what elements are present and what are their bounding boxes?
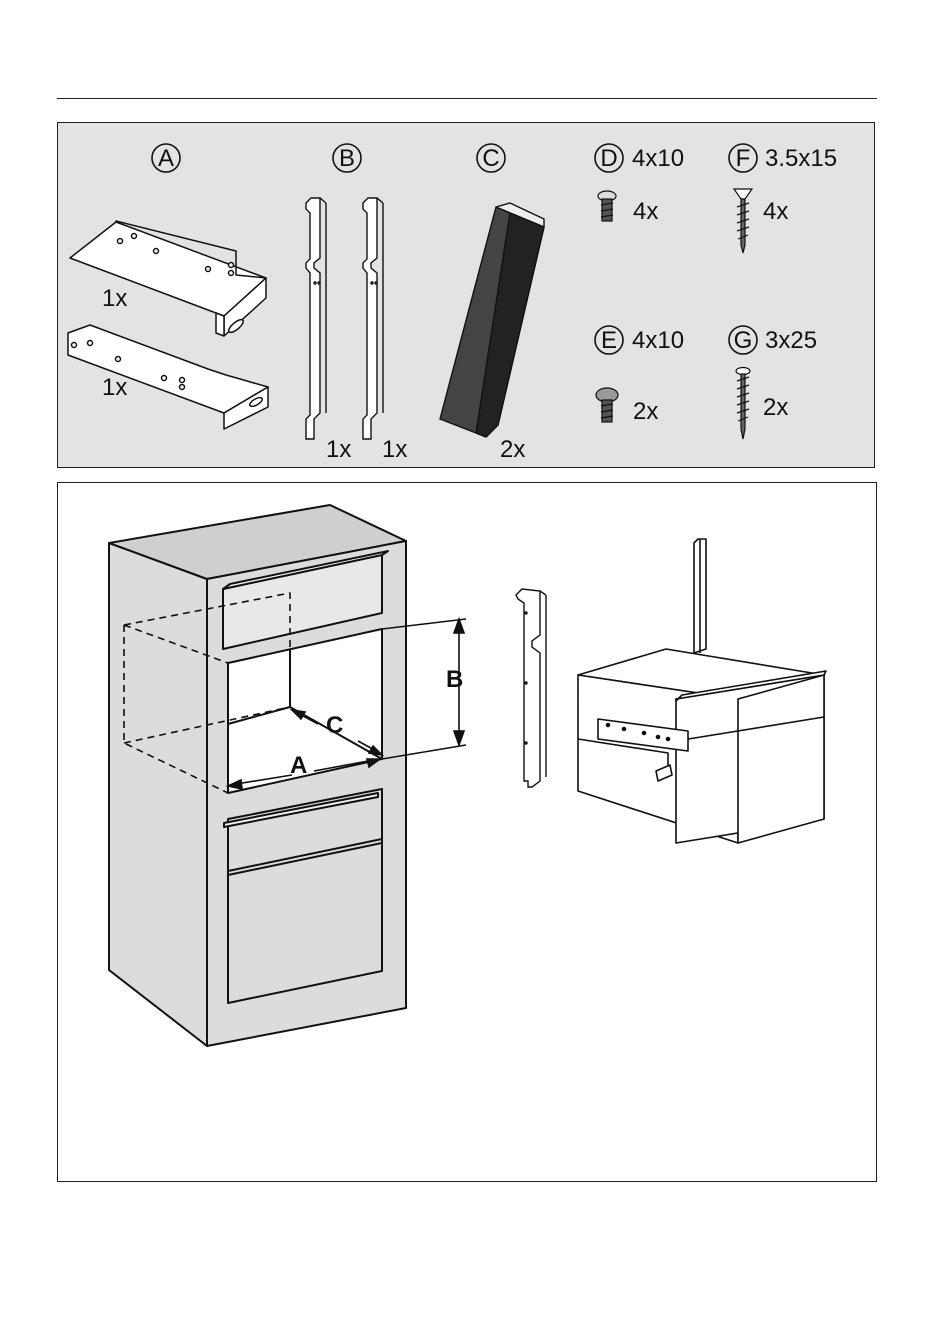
part-f-qty: 4x xyxy=(763,198,788,225)
part-b: B 1x 1x xyxy=(306,144,407,463)
part-a-qty-upper: 1x xyxy=(102,285,127,312)
part-c: C 2x xyxy=(440,144,544,463)
part-d: D 4x10 4x xyxy=(595,144,684,225)
part-f-letter: F xyxy=(736,145,751,172)
part-c-qty: 2x xyxy=(500,436,525,463)
part-b-qty-right: 1x xyxy=(382,436,407,463)
side-rail xyxy=(516,589,546,787)
installation-panel: B C A xyxy=(57,482,877,1182)
header-rule xyxy=(57,98,877,99)
part-g-letter: G xyxy=(734,327,753,354)
part-a-qty-lower: 1x xyxy=(102,374,127,401)
part-c-letter: C xyxy=(482,145,499,172)
part-a: A 1x 1x xyxy=(68,144,268,429)
parts-panel: A 1x 1x B xyxy=(57,122,875,468)
part-g: G 3x25 2x xyxy=(729,326,817,439)
tall-cabinet xyxy=(109,505,406,1046)
part-b-qty-left: 1x xyxy=(326,436,351,463)
rail-b-left xyxy=(306,198,326,439)
part-e: E 4x10 2x xyxy=(595,326,684,425)
part-d-qty: 4x xyxy=(633,198,658,225)
installation-illustration: B C A xyxy=(58,483,878,1183)
screw-f-icon xyxy=(734,189,752,253)
part-g-size: 3x25 xyxy=(765,327,817,354)
part-d-size: 4x10 xyxy=(632,145,684,172)
part-e-letter: E xyxy=(601,327,617,354)
part-g-qty: 2x xyxy=(763,394,788,421)
dimension-label-b: B xyxy=(446,666,463,693)
bracket-a-lower xyxy=(68,325,268,429)
part-a-letter: A xyxy=(158,145,174,172)
bracket-a-upper xyxy=(70,221,266,336)
part-d-letter: D xyxy=(600,145,617,172)
part-e-size: 4x10 xyxy=(632,327,684,354)
part-f: F 3.5x15 4x xyxy=(729,144,837,253)
part-f-size: 3.5x15 xyxy=(765,145,837,172)
dimension-label-a: A xyxy=(290,752,307,779)
parts-illustration: A 1x 1x B xyxy=(58,123,876,469)
screw-g-icon xyxy=(736,368,750,440)
rail-b-right xyxy=(363,198,383,439)
part-b-letter: B xyxy=(339,145,355,172)
trim-strip-c xyxy=(440,203,544,437)
dimension-label-c: C xyxy=(326,712,343,739)
screw-d-icon xyxy=(598,191,616,221)
part-e-qty: 2x xyxy=(633,398,658,425)
screw-e-icon xyxy=(596,388,618,422)
appliance-with-rail xyxy=(578,539,826,843)
